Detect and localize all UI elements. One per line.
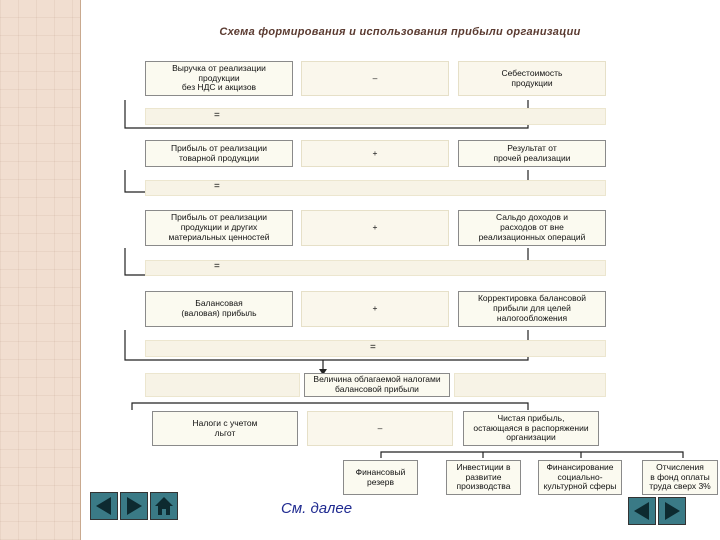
equals-sign-1: =: [214, 110, 220, 121]
taxable-profit-box: Величина облагаемой налогами балансовой …: [304, 373, 450, 397]
taxable-band-left: [145, 373, 300, 397]
nav-home-button[interactable]: [150, 492, 178, 520]
nav-prev-button[interactable]: [628, 497, 656, 525]
cost-box: Себестоимость продукции: [458, 61, 606, 96]
nav-back-button[interactable]: [90, 492, 118, 520]
arrow-left-icon: [634, 502, 649, 520]
see-more-link[interactable]: См. далее: [281, 500, 353, 517]
nonoperating-box: Сальдо доходов и расходов от вне реализа…: [458, 210, 606, 246]
tax-adjustment-box: Корректировка балансовой прибыли для цел…: [458, 291, 606, 327]
result-band-3: [145, 260, 606, 276]
fund-social-box: Финансирование социально- культурной сфе…: [538, 460, 622, 495]
taxes-box: Налоги с учетом льгот: [152, 411, 298, 446]
op-box-2: +: [301, 140, 449, 167]
nav-next-button[interactable]: [658, 497, 686, 525]
slide-title: Схема формирования и использования прибы…: [219, 26, 581, 38]
home-icon: [155, 497, 173, 515]
sales-profit-box: Прибыль от реализации товарной продукции: [145, 140, 293, 167]
arrow-right-icon: [665, 502, 680, 520]
fund-investment-box: Инвестиции в развитие производства: [446, 460, 521, 495]
result-band-1: [145, 108, 606, 125]
op-box-3: +: [301, 210, 449, 246]
nav-forward-button[interactable]: [120, 492, 148, 520]
gross-profit-box: Балансовая (валовая) прибыль: [145, 291, 293, 327]
net-profit-box: Чистая прибыль, остающаяся в распоряжени…: [463, 411, 599, 446]
equals-sign-3: =: [214, 261, 220, 272]
equals-sign-4: =: [370, 342, 376, 353]
arrow-left-icon: [96, 497, 111, 515]
products-profit-box: Прибыль от реализации продукции и других…: [145, 210, 293, 246]
op-box-5: –: [307, 411, 453, 446]
op-box-4: +: [301, 291, 449, 327]
taxable-band-right: [454, 373, 606, 397]
op-box-1: –: [301, 61, 449, 96]
fund-payroll-box: Отчисления в фонд оплаты труда сверх 3%: [642, 460, 718, 495]
arrow-right-icon: [127, 497, 142, 515]
equals-sign-2: =: [214, 181, 220, 192]
result-band-2: [145, 180, 606, 196]
other-sales-box: Результат от прочей реализации: [458, 140, 606, 167]
fund-reserve-box: Финансовый резерв: [343, 460, 418, 495]
revenue-box: Выручка от реализации продукции без НДС …: [145, 61, 293, 96]
result-band-4: [145, 340, 606, 357]
decorative-side-band: [0, 0, 81, 540]
